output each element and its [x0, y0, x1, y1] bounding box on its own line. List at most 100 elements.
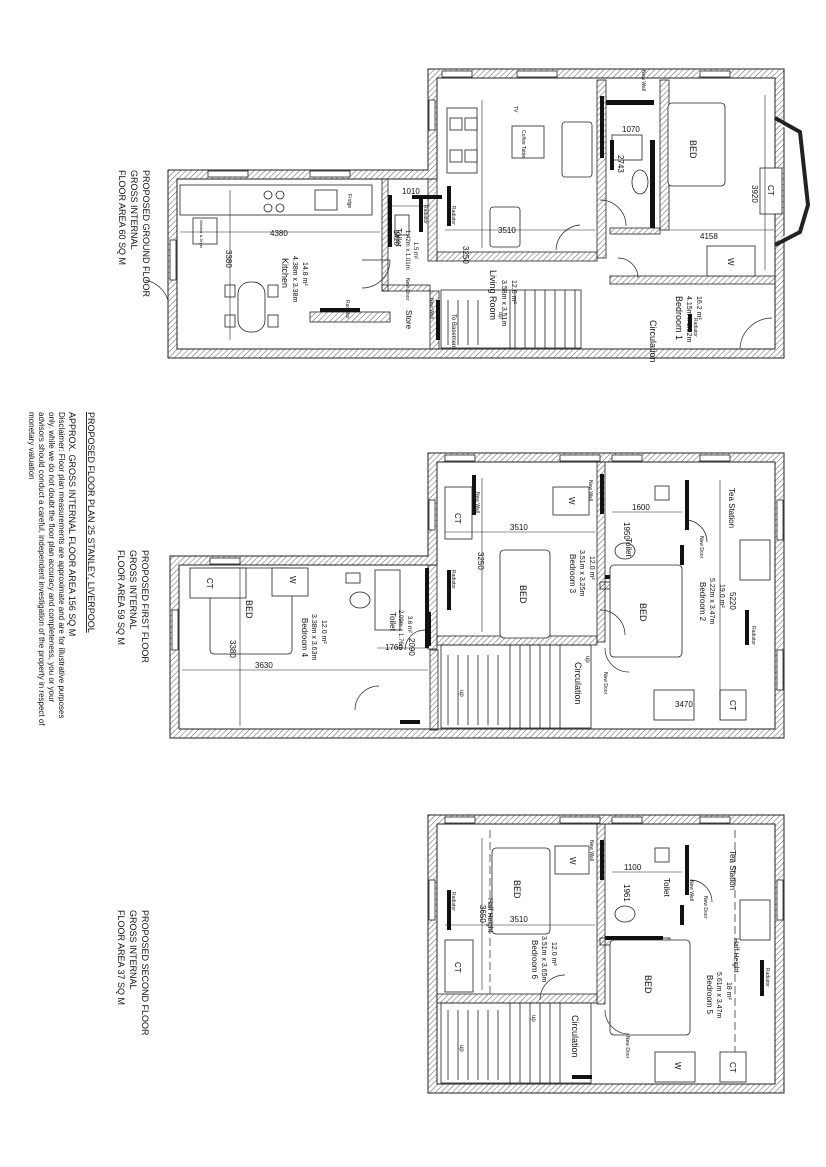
svg-text:Radiator: Radiator: [692, 318, 698, 337]
gf-new-walls: [388, 96, 655, 340]
svg-text:GROSS INTERNAL: GROSS INTERNAL: [128, 550, 138, 630]
gf-kitchen-area: 14.8 m²: [301, 262, 308, 286]
svg-text:GROSS INTERNAL: GROSS INTERNAL: [128, 910, 138, 990]
svg-text:Toilet: Toilet: [662, 878, 671, 897]
gf-sofa-2: [489, 206, 521, 248]
svg-text:12.0 m²: 12.0 m²: [550, 942, 557, 966]
svg-text:1420: 1420: [392, 230, 399, 246]
svg-text:W: W: [567, 497, 576, 505]
svg-text:Radiator: Radiator: [450, 570, 456, 589]
gf-bedroom1-area: 16.2 m²: [695, 296, 702, 320]
svg-text:New Wall: New Wall: [587, 480, 593, 501]
gross-area: APPROX. GROSS INTERNAL FLOOR AREA 156 SQ…: [67, 412, 77, 636]
svg-text:5.61m x 3.47m: 5.61m x 3.47m: [715, 972, 722, 1018]
ff-stairs: [440, 644, 592, 729]
svg-text:3.51m x 3.65m: 3.51m x 3.65m: [540, 936, 547, 982]
svg-text:Bedroom 2: Bedroom 2: [698, 582, 707, 622]
svg-text:New Wall: New Wall: [640, 70, 646, 91]
svg-text:3630: 3630: [255, 661, 273, 670]
gf-ct: [759, 167, 783, 215]
svg-text:Tea Station: Tea Station: [728, 850, 737, 890]
svg-text:1760: 1760: [385, 643, 403, 652]
sf-furniture: [444, 845, 771, 1083]
gf-toilet-name: Toilet: [394, 228, 403, 247]
svg-text:12.0 m²: 12.0 m²: [588, 556, 595, 580]
svg-text:2.09m x 1.76m: 2.09m x 1.76m: [397, 610, 403, 650]
svg-text:Bedroom 4: Bedroom 4: [300, 618, 309, 658]
svg-text:2090: 2090: [407, 638, 416, 656]
svg-text:BED: BED: [688, 140, 698, 159]
gf-counter: [179, 184, 373, 216]
gf-title: PROPOSED GROUND FLOOR GROSS INTERNAL FLO…: [117, 170, 151, 298]
svg-text:up: up: [584, 656, 590, 663]
svg-text:To Basement: To Basement: [450, 314, 456, 349]
svg-text:CT: CT: [766, 185, 775, 196]
svg-text:3510: 3510: [510, 915, 528, 924]
svg-text:Radiator: Radiator: [422, 205, 428, 224]
svg-text:3.6 m²: 3.6 m²: [406, 616, 412, 633]
svg-text:TV: TV: [512, 106, 518, 113]
svg-text:Tea Station: Tea Station: [727, 488, 736, 528]
plan-notes: PROPOSED FLOOR PLAN 25 STANLEY, LIVERPOO…: [67, 412, 96, 636]
svg-text:BED: BED: [512, 880, 522, 899]
ff-radiators: [400, 545, 749, 724]
ff-furniture: [189, 485, 771, 721]
svg-text:CT: CT: [205, 578, 214, 589]
svg-text:up: up: [458, 1045, 464, 1052]
ff-doors: [354, 519, 708, 711]
svg-text:BED: BED: [518, 585, 528, 604]
svg-text:5220: 5220: [728, 592, 737, 610]
svg-text:Coffee Table: Coffee Table: [520, 130, 526, 158]
svg-text:19.0 m²: 19.0 m²: [718, 584, 725, 608]
svg-text:FLOOR AREA 60 SQ M: FLOOR AREA 60 SQ M: [117, 170, 127, 265]
gf-furniture: [179, 102, 783, 333]
svg-text:FLOOR AREA 59 SQ M: FLOOR AREA 59 SQ M: [116, 550, 126, 645]
svg-text:Radiator: Radiator: [344, 300, 350, 319]
svg-text:2743: 2743: [616, 155, 625, 173]
svg-text:Bedroom 6: Bedroom 6: [530, 940, 539, 980]
svg-text:New Wall: New Wall: [474, 492, 480, 513]
svg-text:Toilet: Toilet: [388, 612, 397, 631]
svg-text:FLOOR AREA 37 SQ M: FLOOR AREA 37 SQ M: [116, 910, 126, 1005]
svg-text:Bedroom 5: Bedroom 5: [705, 975, 714, 1015]
svg-text:1600: 1600: [632, 503, 650, 512]
gf-living-area: 12.6 m²: [510, 280, 517, 304]
svg-text:New Door: New Door: [698, 536, 704, 559]
svg-text:CT: CT: [728, 700, 737, 711]
svg-text:Radiator: Radiator: [764, 968, 770, 987]
svg-text:BED: BED: [638, 603, 648, 622]
svg-text:Fridge: Fridge: [346, 194, 352, 208]
svg-text:3510: 3510: [498, 226, 516, 235]
svg-text:1010: 1010: [402, 187, 420, 196]
plan-title: PROPOSED FLOOR PLAN 25 STANLEY, LIVERPOO…: [86, 412, 96, 633]
gf-radiators: [320, 140, 692, 332]
gf-dimension-lines: [180, 95, 774, 340]
svg-text:3250: 3250: [476, 552, 485, 570]
gf-windows: [169, 70, 731, 281]
svg-text:Toilet: Toilet: [624, 538, 633, 557]
gf-labels: Living Room 3.58m x 3.51m 12.6 m² Bedroo…: [199, 70, 775, 363]
svg-text:1961: 1961: [622, 884, 631, 902]
sf-doors: [539, 879, 713, 1035]
svg-text:3.51m x 3.25m: 3.51m x 3.25m: [578, 550, 585, 596]
svg-text:1070: 1070: [622, 125, 640, 134]
svg-text:Radiator: Radiator: [450, 206, 456, 225]
gf-doors: [144, 199, 773, 350]
svg-text:3650: 3650: [478, 905, 487, 923]
gf-washer: [192, 217, 218, 245]
svg-text:3470: 3470: [675, 700, 693, 709]
svg-text:Bedroom 3: Bedroom 3: [568, 554, 577, 594]
disclaimer-text: Disclaimer: Floor plan measurements are …: [27, 412, 66, 726]
ff-dimension-lines: [182, 478, 721, 726]
sf-new-walls: [600, 840, 689, 940]
svg-text:New Door: New Door: [624, 1036, 630, 1059]
svg-text:5.22m x 3.47m: 5.22m x 3.47m: [708, 578, 715, 624]
svg-text:PROPOSED FIRST FLOOR: PROPOSED FIRST FLOOR: [140, 550, 150, 663]
svg-text:GROSS INTERNAL: GROSS INTERNAL: [129, 170, 139, 250]
gf-toilet-area: 1.5 m²: [412, 242, 418, 259]
gf-store: Store: [404, 310, 413, 330]
gf-bedroom1-name: Bedroom 1: [674, 296, 684, 340]
svg-text:Radiator: Radiator: [750, 626, 756, 645]
ff-title: PROPOSED FIRST FLOOR GROSS INTERNAL FLOO…: [116, 550, 150, 663]
